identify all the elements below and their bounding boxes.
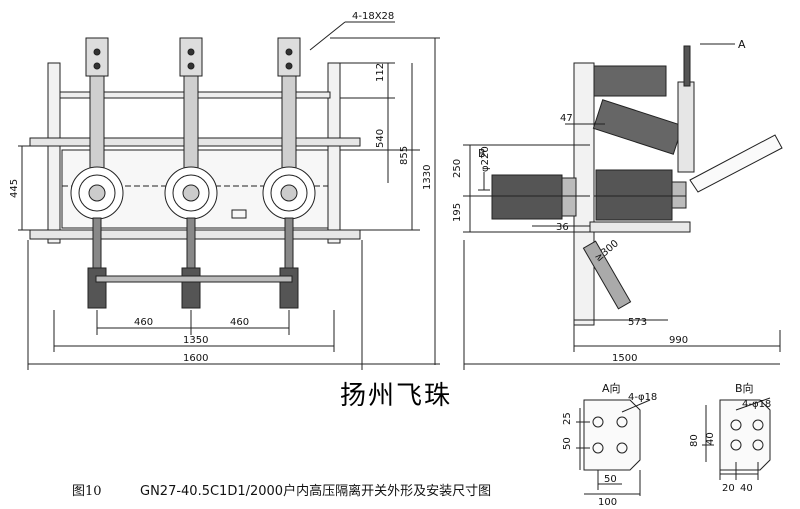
dim-445: 445	[9, 179, 20, 198]
dim-36: 36	[556, 222, 569, 233]
dim-460-a: 460	[134, 317, 153, 328]
figure-caption: GN27-40.5C1D1/2000户内高压隔离开关外形及安装尺寸图	[140, 484, 492, 499]
front-view-labels: 4-18X28 112 540 855 1330 445 460 460 135…	[9, 11, 433, 364]
dim-47: 47	[560, 113, 573, 124]
dim-540: 540	[375, 129, 386, 148]
dim-1350: 1350	[183, 335, 208, 346]
detail-a-title: A向	[602, 381, 621, 395]
dim-1600: 1600	[183, 353, 208, 364]
detail-b-title: B向	[735, 381, 754, 395]
dim-250: 250	[452, 159, 463, 178]
front-view	[18, 21, 440, 370]
pole-3	[262, 37, 316, 309]
pole-2	[164, 37, 218, 309]
dim-460-b: 460	[230, 317, 249, 328]
dim-195: 195	[452, 203, 463, 222]
view-a-label: A	[738, 38, 746, 51]
detail-a-dim-100: 100	[598, 497, 617, 508]
detail-a-dim-50h: 50	[604, 474, 617, 485]
side-view	[463, 43, 783, 370]
dim-1500: 1500	[612, 353, 637, 364]
figure-number: 图10	[72, 484, 102, 499]
dim-573: 573	[628, 317, 647, 328]
detail-a-dim-25: 25	[562, 412, 573, 425]
dim-855: 855	[399, 146, 410, 165]
detail-a-dim-50v: 50	[562, 437, 573, 450]
view-b-label: B	[478, 147, 486, 160]
hole-spec-label: 4-18X28	[352, 11, 394, 22]
detail-b-dim-40h: 40	[740, 483, 753, 494]
detail-b-labels: B向 4-φ18 80 40 20 40	[689, 381, 771, 494]
dim-1330: 1330	[422, 165, 433, 190]
detail-a	[576, 399, 651, 496]
dim-phi220: φ220	[480, 146, 491, 172]
dim-112: 112	[375, 63, 386, 82]
dim-990: 990	[669, 335, 688, 346]
detail-b-hole-spec: 4-φ18	[742, 399, 771, 410]
detail-a-hole-spec: 4-φ18	[628, 392, 657, 403]
detail-a-labels: A向 4-φ18 50 25 50 100	[562, 381, 657, 508]
detail-b-dim-80: 80	[689, 434, 700, 447]
detail-b-dim-40: 40	[705, 432, 716, 445]
brand-name: 扬州飞珠	[340, 381, 453, 411]
detail-b-dim-20: 20	[722, 483, 735, 494]
detail-b	[702, 397, 771, 480]
